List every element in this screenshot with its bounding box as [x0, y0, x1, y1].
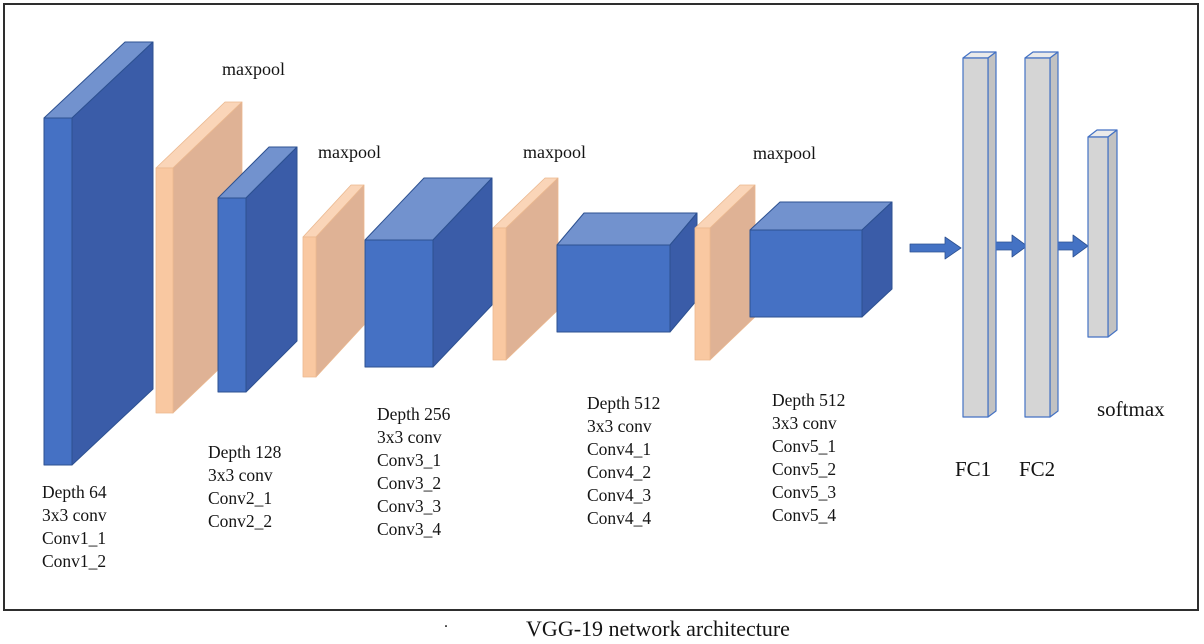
diagram-border — [3, 3, 1199, 611]
arrow-conv5-to-fc1-icon — [909, 236, 962, 260]
conv2-label-line: Conv2_1 — [208, 488, 273, 508]
conv5-front-face — [749, 229, 863, 318]
conv5-label-line: Conv5_4 — [772, 505, 837, 525]
maxpool4-box — [694, 184, 756, 361]
figure-caption: VGG-19 network architecture — [526, 616, 790, 641]
maxpool1-label: maxpool — [222, 59, 285, 79]
maxpool3-box — [492, 177, 559, 361]
conv2-label-line: 3x3 conv — [208, 465, 273, 485]
maxpool3-front-face — [492, 227, 507, 361]
conv4-label-block: Depth 512 3x3 conv Conv4_1 Conv4_2 Conv4… — [587, 392, 660, 530]
conv5-label-line: Conv5_3 — [772, 482, 837, 502]
conv5-label-line: Conv5_2 — [772, 459, 837, 479]
conv3-box — [364, 177, 493, 368]
maxpool4-label: maxpool — [753, 143, 816, 163]
conv5-label-block: Depth 512 3x3 conv Conv5_1 Conv5_2 Conv5… — [772, 389, 845, 527]
conv4-label-line: Conv4_4 — [587, 508, 652, 528]
conv3-label-line: Depth 256 — [377, 404, 451, 424]
conv5-label-line: Depth 512 — [772, 390, 846, 410]
conv1-label-block: Depth 64 3x3 conv Conv1_1 Conv1_2 — [42, 481, 107, 573]
conv4-label-line: Conv4_3 — [587, 485, 652, 505]
fc2-side-face — [1049, 51, 1059, 418]
maxpool2-front-face — [302, 236, 317, 378]
conv2-label-line: Depth 128 — [208, 442, 282, 462]
softmax-box — [1087, 129, 1118, 338]
conv1-label-line: 3x3 conv — [42, 505, 107, 525]
conv5-label-line: Conv5_1 — [772, 436, 837, 456]
maxpool2-label: maxpool — [318, 142, 381, 162]
conv3-label-line: Conv3_1 — [377, 450, 442, 470]
conv3-front-face — [364, 239, 434, 368]
conv4-label-line: Depth 512 — [587, 393, 661, 413]
softmax-label: softmax — [1097, 397, 1165, 421]
fc1-front-face — [962, 57, 989, 418]
conv4-label-line: Conv4_1 — [587, 439, 652, 459]
conv1-label-line: Conv1_2 — [42, 551, 107, 571]
maxpool3-label: maxpool — [523, 142, 586, 162]
conv4-label-line: 3x3 conv — [587, 416, 652, 436]
maxpool4-front-face — [694, 227, 711, 361]
maxpool1-front-face — [155, 167, 174, 414]
maxpool3-side-face — [505, 177, 559, 361]
maxpool2-side-face — [315, 184, 365, 378]
fc1-side-face — [987, 51, 997, 418]
conv4-front-face — [556, 244, 671, 333]
caption-stray-dot: . — [444, 614, 448, 631]
conv5-label-line: 3x3 conv — [772, 413, 837, 433]
conv3-label-line: Conv3_2 — [377, 473, 442, 493]
conv5-box — [749, 201, 893, 318]
softmax-side-face — [1107, 129, 1118, 338]
fc2-front-face — [1024, 57, 1051, 418]
conv3-label-line: Conv3_3 — [377, 496, 442, 516]
fc2-label: FC2 — [1019, 457, 1056, 481]
conv1-label-line: Conv1_1 — [42, 528, 107, 548]
softmax-front-face — [1087, 136, 1109, 338]
conv3-label-line: 3x3 conv — [377, 427, 442, 447]
conv2-front-face — [217, 197, 247, 393]
conv4-box — [556, 212, 698, 333]
conv1-front-face — [43, 117, 73, 466]
conv3-label-line: Conv3_4 — [377, 519, 442, 539]
fc1-box — [962, 51, 997, 418]
fc1-label: FC1 — [955, 457, 992, 481]
conv2-label-block: Depth 128 3x3 conv Conv2_1 Conv2_2 — [208, 441, 281, 533]
conv1-box — [43, 41, 154, 466]
maxpool2-box — [302, 184, 365, 378]
fc2-box — [1024, 51, 1059, 418]
arrow-fc1-to-fc2-icon — [991, 234, 1028, 258]
conv1-label-line: Depth 64 — [42, 482, 107, 502]
conv4-label-line: Conv4_2 — [587, 462, 652, 482]
conv3-label-block: Depth 256 3x3 conv Conv3_1 Conv3_2 Conv3… — [377, 403, 450, 541]
conv2-box — [217, 146, 298, 393]
conv2-label-line: Conv2_2 — [208, 511, 273, 531]
